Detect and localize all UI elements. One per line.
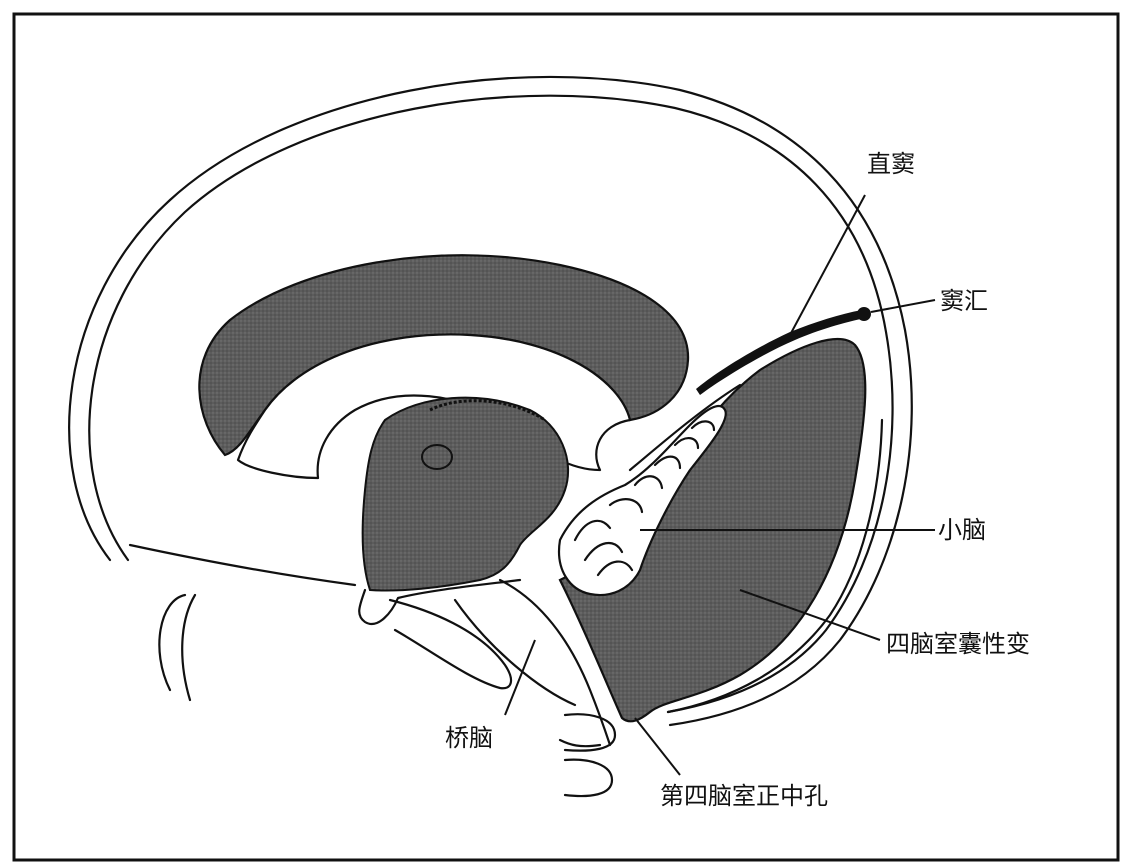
label-median-aperture: 第四脑室正中孔	[660, 782, 828, 810]
confluence-of-sinuses	[857, 307, 871, 321]
label-confluence-of-sinuses: 窦汇	[940, 287, 988, 315]
label-fourth-ventricle-cyst: 四脑室囊性变	[886, 630, 1030, 658]
label-cerebellum: 小脑	[938, 516, 986, 544]
label-pons: 桥脑	[445, 724, 493, 752]
label-straight-sinus: 直窦	[867, 150, 915, 178]
